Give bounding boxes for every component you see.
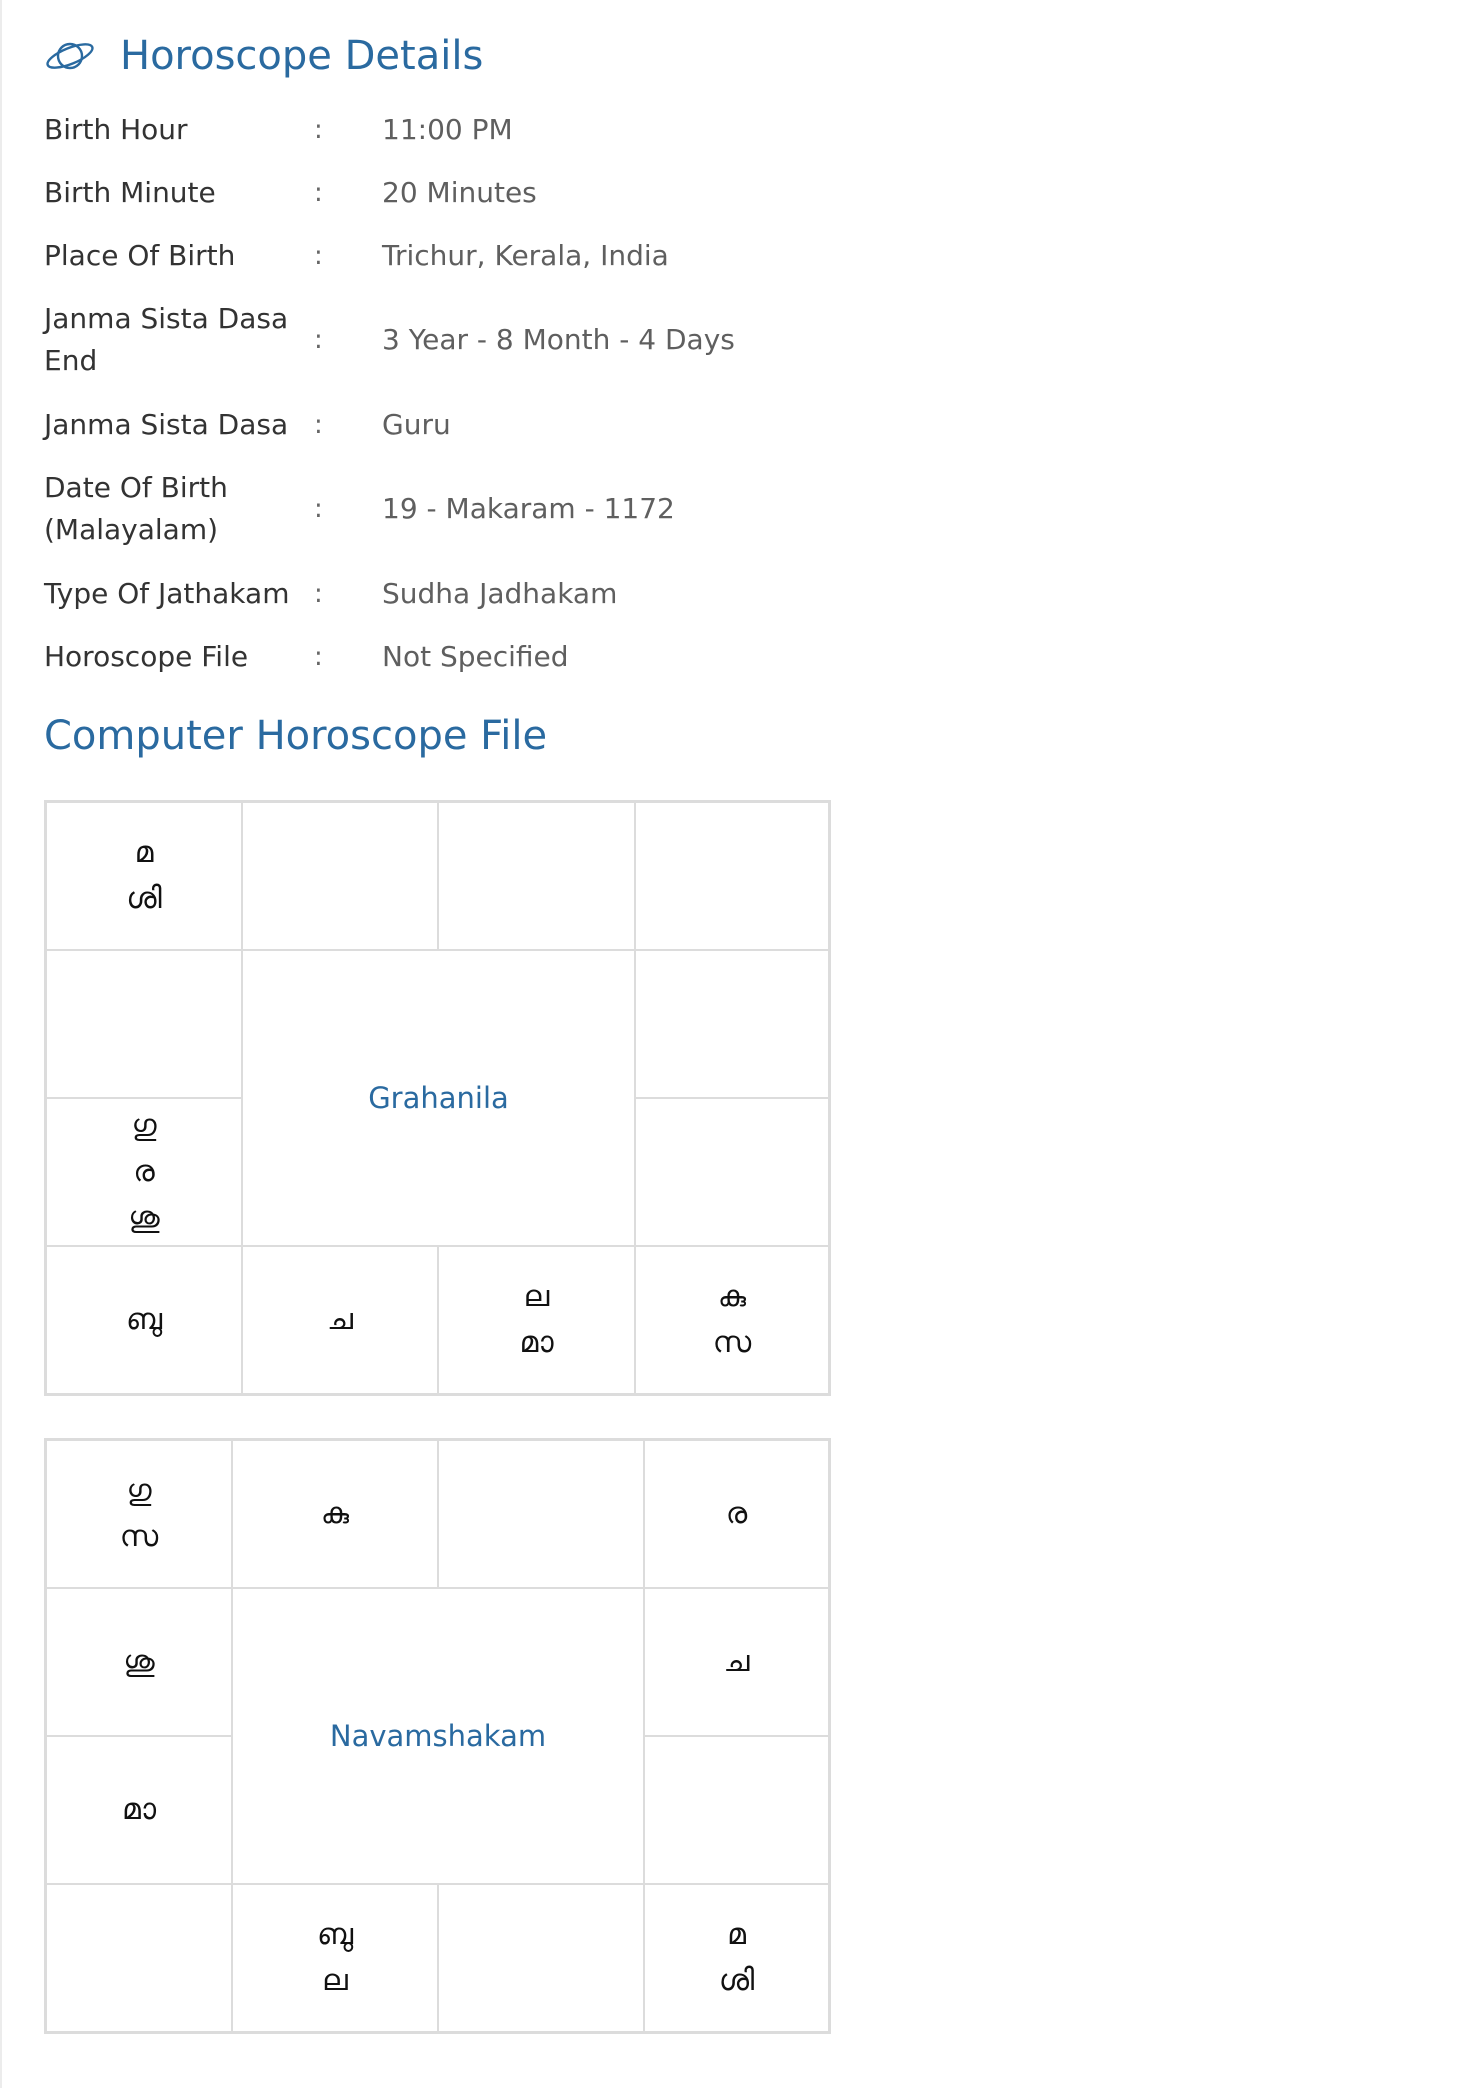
chart-cell <box>438 802 635 950</box>
chart-cell <box>635 1098 829 1246</box>
chart-cell: മാ <box>46 1736 232 1884</box>
chart-cell <box>644 1736 829 1884</box>
navamshakam-chart: ഗു സ കു ര ശു ച മാ ബു ല മ ശി Navamshakam <box>44 1438 831 2034</box>
detail-separator: : <box>314 114 323 145</box>
chart-cell: ച <box>242 1246 438 1394</box>
chart-cell <box>635 950 829 1098</box>
detail-value: Sudha Jadhakam <box>382 576 618 610</box>
chart-cell: ബു ല <box>232 1884 438 2032</box>
detail-value: Guru <box>382 407 451 441</box>
graha-glyph: സ <box>119 1519 159 1554</box>
detail-value: 11:00 PM <box>382 112 513 146</box>
graha-glyph: ശി <box>718 1963 755 1998</box>
planet-icon <box>44 36 100 76</box>
detail-row: Type Of Jathakam: Sudha Jadhakam <box>44 562 735 625</box>
graha-glyph: മാ <box>121 1792 157 1827</box>
graha-glyph: മ <box>134 835 154 870</box>
page-title: Horoscope Details <box>120 33 484 79</box>
graha-glyph: ല <box>523 1279 550 1314</box>
chart-cell <box>438 1440 644 1588</box>
chart-cell <box>46 950 242 1098</box>
detail-value: Trichur, Kerala, India <box>382 238 669 272</box>
graha-glyph: മാ <box>519 1325 554 1360</box>
graha-glyph: ച <box>723 1644 750 1679</box>
detail-row: Janma Sista Dasa: Guru <box>44 393 735 456</box>
chart-cell: ര <box>644 1440 829 1588</box>
detail-separator: : <box>314 578 323 609</box>
chart-cell: ഗു ര ശു <box>46 1098 242 1246</box>
graha-glyph: ശു <box>123 1644 155 1679</box>
chart-cell <box>635 802 829 950</box>
page-left-border <box>0 0 2 2088</box>
chart-cell: മ ശി <box>46 802 242 950</box>
detail-label: Place Of Birth <box>44 238 236 272</box>
chart-cell: ബു <box>46 1246 242 1394</box>
graha-glyph: ഗു <box>126 1473 152 1508</box>
chart-cell: ച <box>644 1588 829 1736</box>
chart-cell: ശു <box>46 1588 232 1736</box>
graha-glyph: ഗു <box>131 1108 157 1143</box>
detail-value: Not Specified <box>382 639 569 673</box>
detail-separator: : <box>314 494 323 524</box>
detail-value: 20 Minutes <box>382 175 537 209</box>
graha-glyph: സ <box>712 1325 752 1360</box>
detail-row: Janma Sista Dasa End: 3 Year - 8 Month - … <box>44 287 735 393</box>
graha-glyph: ശി <box>126 881 162 916</box>
detail-label: Horoscope File <box>44 639 249 673</box>
detail-separator: : <box>314 641 323 672</box>
detail-label: Birth Hour <box>44 112 188 146</box>
chart-cell <box>242 802 438 950</box>
chart-center-label: Grahanila <box>242 950 635 1246</box>
graha-glyph: ല <box>322 1963 348 1998</box>
horoscope-details-heading: Horoscope Details <box>44 28 1444 84</box>
detail-label: Birth Minute <box>44 175 216 209</box>
detail-row: Birth Minute: 20 Minutes <box>44 161 735 224</box>
graha-glyph: മ <box>727 1917 746 1952</box>
detail-row: Place Of Birth: Trichur, Kerala, India <box>44 224 735 287</box>
detail-separator: : <box>314 325 323 355</box>
chart-cell <box>46 1884 232 2032</box>
chart-cell: കു <box>232 1440 438 1588</box>
graha-glyph: ബു <box>125 1302 163 1337</box>
chart-cell: മ ശി <box>644 1884 829 2032</box>
detail-row: Date Of Birth (Malayalam): 19 - Makaram -… <box>44 456 735 562</box>
horoscope-details-table: Birth Hour: 11:00 PM Birth Minute: 20 Minut… <box>44 98 735 688</box>
graha-glyph: ര <box>133 1154 155 1189</box>
detail-label: Date Of Birth (Malayalam) <box>44 471 228 546</box>
detail-value: 19 - Makaram - 1172 <box>382 492 675 525</box>
detail-separator: : <box>314 409 323 440</box>
detail-row: Birth Hour: 11:00 PM <box>44 98 735 161</box>
chart-center-label: Navamshakam <box>232 1588 644 1884</box>
detail-label: Type Of Jathakam <box>44 576 290 610</box>
detail-separator: : <box>314 177 323 208</box>
graha-glyph: കു <box>320 1496 350 1531</box>
chart-cell: ല മാ <box>438 1246 635 1394</box>
graha-glyph: ബു <box>316 1917 354 1952</box>
chart-cell: കു സ <box>635 1246 829 1394</box>
detail-separator: : <box>314 240 323 271</box>
chart-cell: ഗു സ <box>46 1440 232 1588</box>
detail-label: Janma Sista Dasa End <box>44 302 289 377</box>
detail-label: Janma Sista Dasa <box>44 407 289 441</box>
graha-glyph: കു <box>717 1279 747 1314</box>
computer-horoscope-heading: Computer Horoscope File <box>44 708 1444 764</box>
section-title: Computer Horoscope File <box>44 713 548 759</box>
detail-value: 3 Year - 8 Month - 4 Days <box>382 323 735 356</box>
graha-glyph: ര <box>725 1496 748 1531</box>
chart-cell <box>438 1884 644 2032</box>
grahanila-chart: മ ശി ഗു ര ശു ബു ച ല മാ കു സ Grahanila <box>44 800 831 1396</box>
graha-glyph: ച <box>327 1302 353 1337</box>
graha-glyph: ശു <box>128 1200 160 1235</box>
detail-row: Horoscope File: Not Specified <box>44 625 735 688</box>
